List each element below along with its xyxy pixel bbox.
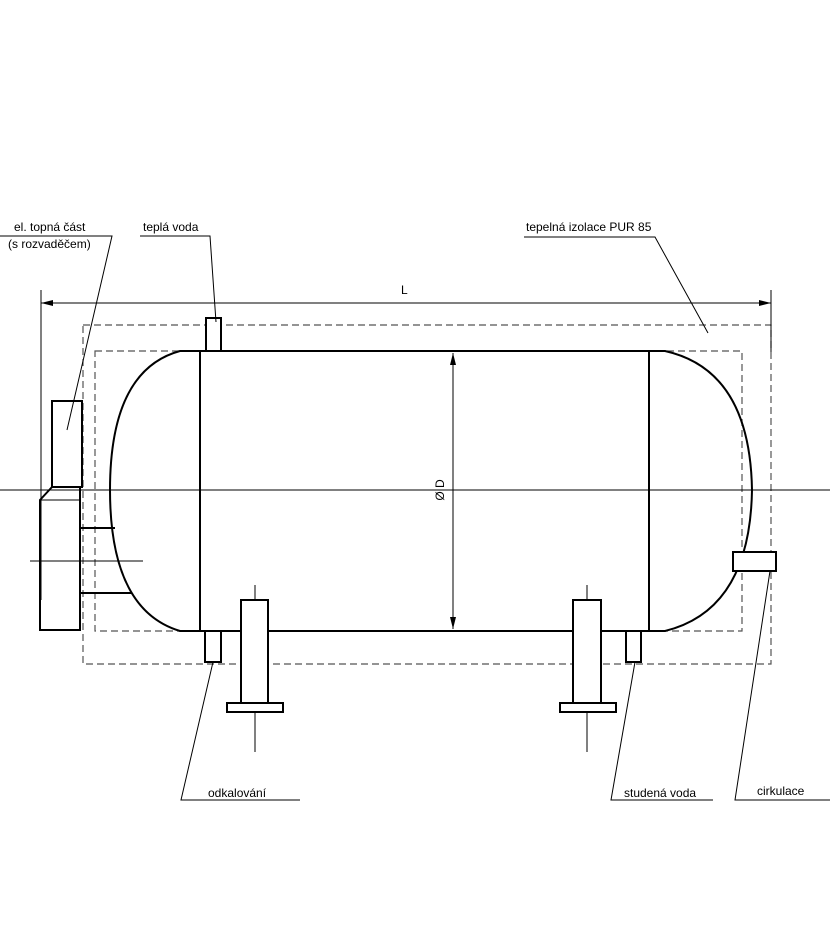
label-drain: odkalování	[208, 786, 267, 800]
label-insulation: tepelná izolace PUR 85	[526, 220, 652, 234]
circulation-nozzle	[732, 551, 777, 572]
length-dimension	[40, 290, 772, 600]
drain-nozzle	[204, 630, 222, 663]
right-support-leg	[559, 585, 617, 752]
diameter-dimension	[450, 353, 456, 629]
label-diameter: Ø D	[433, 479, 447, 501]
label-circulation: cirkulace	[757, 784, 805, 798]
label-heating-element-line2: (s rozvaděčem)	[8, 237, 91, 251]
label-heating-element-line1: el. topná část	[14, 220, 86, 234]
hot-water-nozzle	[205, 317, 222, 352]
label-length: L	[401, 283, 408, 297]
cold-water-nozzle	[625, 630, 642, 663]
left-support-leg	[226, 585, 284, 752]
label-cold-water: studená voda	[624, 786, 696, 800]
leader-lines	[0, 235, 830, 801]
insulation-outline	[82, 324, 772, 665]
tank-body	[108, 350, 754, 632]
heating-element	[30, 400, 143, 631]
label-hot-water: teplá voda	[143, 220, 199, 234]
